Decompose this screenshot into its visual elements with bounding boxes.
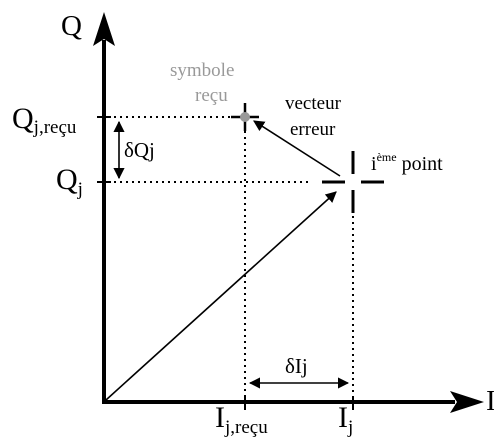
delta-q-label: δQj [124,138,155,162]
label-q-received: Qj,reçu [12,102,77,138]
received-symbol-marker [231,103,259,131]
x-axis-label: I [486,385,494,417]
ideal-point-label: ième point [371,150,443,175]
received-symbol-label-line2: reçu [195,85,228,106]
label-i-received: Ij,reçu [215,401,268,438]
ideal-point-vector [105,191,337,401]
x-axis-arrowhead [450,391,484,413]
error-vector [253,120,341,177]
label-q-ideal: Qj [56,163,83,200]
received-symbol-label-line1: symbole [170,60,234,81]
ideal-point-marker [322,151,384,213]
delta-i-label: δIj [285,354,308,378]
y-axis-arrowhead [93,12,115,46]
label-i-ideal: Ij [338,401,353,438]
received-symbol-dot [240,112,250,122]
y-axis-label: Q [61,10,82,42]
error-vector-label-line1: vecteur [285,93,342,114]
error-vector-label-line2: erreur [290,119,336,140]
